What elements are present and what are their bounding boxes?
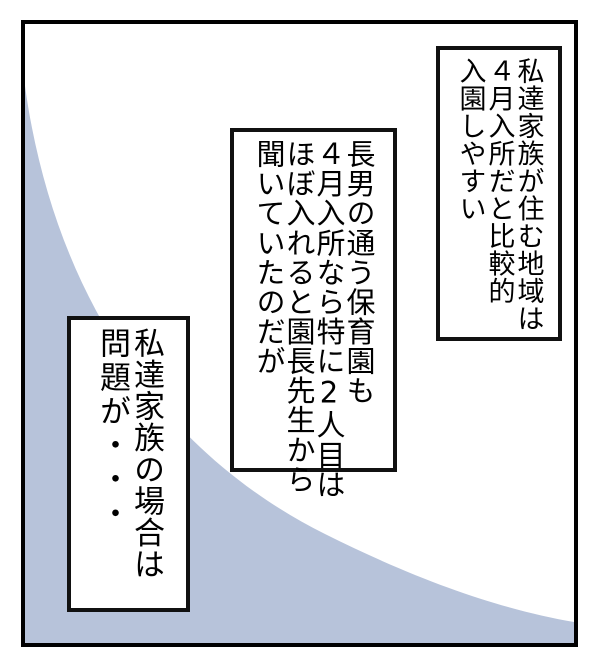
speech-box-middle-line-4: 聞いていたのだが: [252, 139, 286, 376]
speech-box-lower-left-line-2: 問題が・・・: [94, 327, 130, 532]
comic-panel-frame: 私達家族が住む地域は ４月入所だと比較的 入園しやすい 長男の通う保育園も ４月…: [21, 20, 578, 647]
speech-box-top-right[interactable]: 私達家族が住む地域は ４月入所だと比較的 入園しやすい: [436, 46, 562, 341]
speech-box-top-right-line-2: ４月入所だと比較的: [483, 57, 515, 305]
speech-box-lower-left-line-1: 私達家族の場合は: [128, 327, 164, 580]
speech-box-middle-line-1: 長男の通う保育園も: [342, 139, 376, 406]
speech-box-top-right-line-3: 入園しやすい: [454, 57, 486, 223]
speech-box-middle-line-3: ほぼ入れると園長先生から: [282, 139, 316, 494]
speech-box-middle-line-2: ４月入所なら特に2人目は: [312, 139, 346, 499]
speech-box-middle[interactable]: 長男の通う保育園も ４月入所なら特に2人目は ほぼ入れると園長先生から 聞いてい…: [230, 128, 397, 499]
speech-box-lower-left[interactable]: 私達家族の場合は 問題が・・・: [67, 316, 190, 612]
speech-box-top-right-line-1: 私達家族が住む地域は: [512, 57, 544, 333]
